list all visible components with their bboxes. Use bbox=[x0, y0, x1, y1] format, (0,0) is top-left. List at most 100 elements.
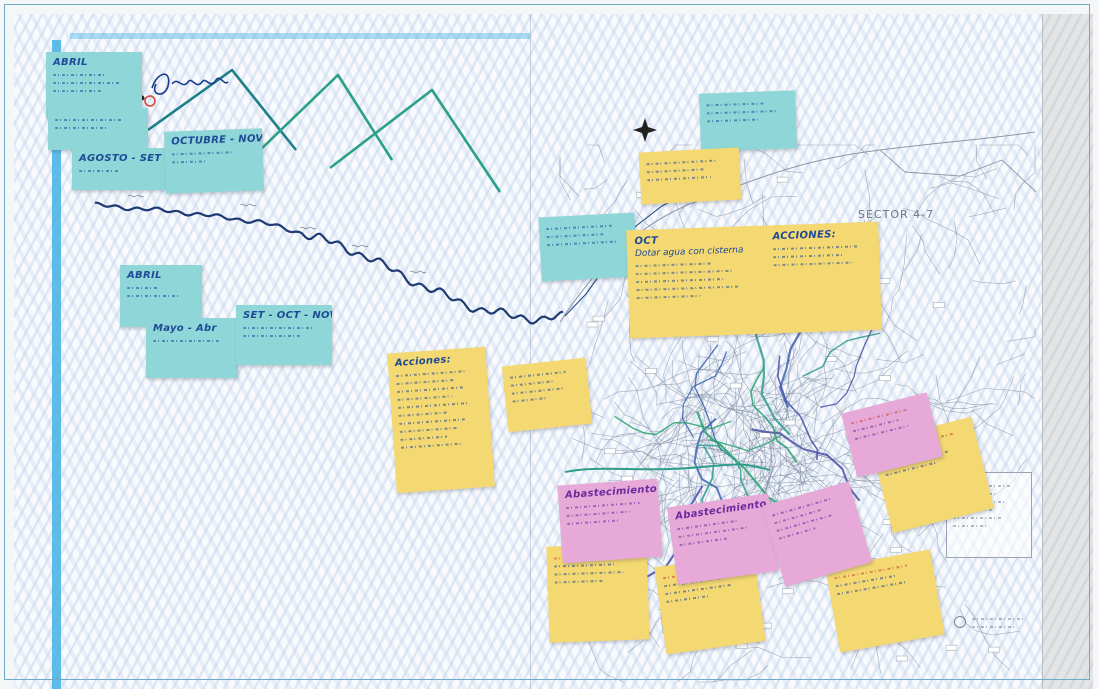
logo-scribble bbox=[972, 618, 1024, 620]
map-road bbox=[746, 407, 767, 494]
map-road bbox=[935, 374, 950, 423]
poster-fold-line bbox=[530, 14, 531, 689]
map-place-label bbox=[782, 588, 794, 595]
sticky-note-acciones: Acciones: bbox=[387, 346, 495, 494]
map-road bbox=[660, 491, 670, 562]
map-road bbox=[769, 445, 802, 475]
handwriting-scribble bbox=[53, 82, 121, 84]
map-road bbox=[678, 360, 763, 376]
note-title: OCTUBRE - NOV bbox=[171, 133, 264, 148]
handwriting-scribble bbox=[554, 563, 615, 568]
handwriting-scribble bbox=[646, 159, 719, 166]
map-road bbox=[798, 343, 828, 421]
map-road bbox=[1018, 285, 1027, 315]
map-road bbox=[723, 469, 813, 481]
sticky-note bbox=[699, 90, 797, 152]
handwriting-scribble bbox=[397, 395, 453, 401]
map-road bbox=[663, 334, 684, 404]
handwriting-scribble bbox=[635, 262, 713, 268]
map-place-label bbox=[706, 335, 719, 342]
map-road bbox=[757, 376, 824, 402]
river-line bbox=[94, 201, 564, 325]
handwriting-scribble bbox=[636, 285, 739, 292]
handwriting-scribble bbox=[395, 370, 468, 378]
map-road bbox=[724, 396, 774, 463]
map-road bbox=[680, 454, 700, 508]
map-place-label bbox=[878, 278, 891, 284]
note-title: Mayo - Abr bbox=[153, 323, 217, 334]
river-annotation-scribble bbox=[299, 226, 317, 230]
handwriting-scribble bbox=[53, 74, 106, 76]
map-road bbox=[701, 335, 739, 396]
map-road bbox=[884, 235, 907, 328]
map-road bbox=[681, 340, 704, 408]
handwriting-scribble bbox=[773, 253, 844, 259]
map-road bbox=[793, 378, 833, 427]
map-place-label bbox=[586, 321, 599, 328]
river-annotation-scribble bbox=[239, 203, 257, 207]
map-route bbox=[681, 351, 728, 438]
handwriting-scribble bbox=[397, 402, 469, 409]
map-logo-block bbox=[952, 612, 1034, 640]
map-road bbox=[693, 393, 783, 444]
map-road bbox=[694, 433, 715, 499]
map-river-green bbox=[564, 463, 771, 473]
map-place-label bbox=[776, 176, 789, 183]
map-road bbox=[1013, 146, 1036, 210]
handwriting-scribble bbox=[706, 118, 758, 123]
map-road bbox=[635, 355, 712, 398]
map-place-label bbox=[759, 432, 771, 438]
map-road bbox=[711, 649, 753, 683]
handwriting-scribble bbox=[546, 233, 604, 239]
map-road bbox=[713, 426, 723, 471]
sticky-note-octubre-nov: OCTUBRE - NOV bbox=[163, 128, 265, 194]
map-road bbox=[784, 445, 803, 484]
map-place-label bbox=[879, 375, 891, 381]
handwriting-scribble bbox=[396, 378, 456, 386]
mountain-line bbox=[257, 73, 394, 161]
map-route bbox=[801, 332, 881, 378]
map-place-label bbox=[933, 302, 945, 308]
map-road bbox=[978, 144, 1029, 156]
map-road bbox=[734, 387, 738, 446]
sticky-note bbox=[538, 212, 638, 282]
map-road bbox=[657, 392, 737, 405]
compass-star-icon bbox=[633, 118, 657, 142]
map-road bbox=[657, 447, 667, 524]
handwriting-scribble bbox=[399, 426, 459, 433]
map-road bbox=[614, 401, 650, 430]
handwriting-scribble bbox=[566, 510, 631, 518]
handwriting-scribble bbox=[510, 380, 555, 387]
handwriting-scribble bbox=[647, 175, 711, 182]
handwriting-scribble bbox=[400, 435, 448, 441]
map-road bbox=[583, 179, 608, 190]
sticky-note-mayo-abr: Mayo - Abr bbox=[146, 318, 238, 378]
legend-scribble bbox=[953, 525, 988, 527]
handwriting-scribble bbox=[635, 278, 724, 284]
map-road bbox=[946, 388, 1035, 402]
sticky-note-agosto-set: AGOSTO - SET bbox=[72, 148, 166, 190]
map-road bbox=[1006, 328, 1036, 342]
handwriting-scribble bbox=[666, 594, 711, 604]
map-road bbox=[630, 422, 723, 451]
handwriting-scribble bbox=[546, 240, 618, 247]
handwriting-scribble bbox=[565, 501, 640, 510]
map-route bbox=[694, 344, 723, 452]
map-road bbox=[713, 360, 719, 403]
handwriting-scribble bbox=[396, 386, 465, 394]
map-road bbox=[581, 426, 586, 462]
sticky-note bbox=[638, 147, 742, 205]
note-title: ACCIONES: bbox=[772, 229, 837, 243]
handwriting-scribble bbox=[127, 287, 158, 289]
handwriting-scribble bbox=[554, 579, 603, 584]
handwriting-scribble bbox=[646, 168, 704, 174]
map-road bbox=[730, 196, 797, 229]
map-road bbox=[742, 409, 775, 457]
handwriting-scribble bbox=[243, 335, 301, 337]
map-road bbox=[802, 328, 863, 359]
map-route bbox=[754, 313, 791, 436]
map-road bbox=[710, 375, 745, 406]
map-road bbox=[679, 452, 684, 503]
handwriting-scribble bbox=[636, 294, 701, 300]
map-road bbox=[929, 182, 999, 200]
